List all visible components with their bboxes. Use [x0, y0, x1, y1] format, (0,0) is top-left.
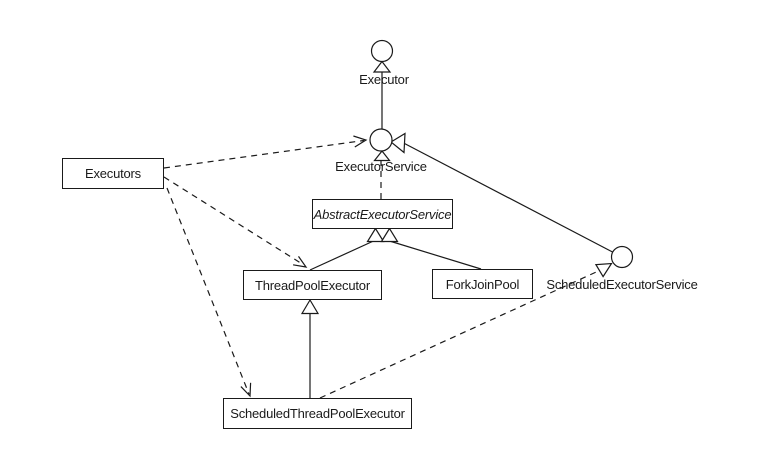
- label-executorservice-interface: ExecutorService: [335, 159, 427, 174]
- triangle-arrowhead-abstractexecutorservice-right: [380, 227, 399, 243]
- triangle-arrowhead-at-threadpoolexecutor: [300, 298, 320, 315]
- edge-threadpoolexecutor-extends-abstractexecutorservice: [309, 240, 374, 271]
- scheduledexecutorservice-interface-circle[interactable]: [610, 245, 634, 269]
- node-threadpoolexecutor[interactable]: ThreadPoolExecutor: [243, 270, 382, 300]
- triangle-arrowhead-right-of-executorservice: [389, 132, 406, 154]
- edge-scheduledthreadpoolexecutor-implements-scheduledexecutorservice: [319, 269, 600, 399]
- open-arrowhead-at-executorservice: [353, 135, 368, 148]
- triangle-arrowhead-below-executorservice: [373, 150, 391, 162]
- node-forkjoinpool[interactable]: ForkJoinPool: [432, 269, 533, 299]
- triangle-arrowhead-at-executor: [372, 60, 392, 73]
- executor-interface-circle[interactable]: [370, 39, 394, 63]
- label-scheduledexecutorservice-interface: ScheduledExecutorService: [546, 277, 698, 292]
- node-executors[interactable]: Executors: [62, 158, 164, 189]
- edge-executors-depends-scheduledthreadpoolexecutor: [166, 187, 250, 395]
- node-abstractexecutorservice[interactable]: AbstractExecutorService: [312, 199, 453, 229]
- triangle-arrowhead-abstractexecutorservice-left: [366, 227, 385, 243]
- label-executor-interface: Executor: [359, 72, 409, 87]
- executorservice-interface-circle[interactable]: [369, 128, 393, 152]
- edge-executors-depends-executorservice: [163, 139, 365, 169]
- edge-executors-depends-threadpoolexecutor: [163, 176, 304, 266]
- edge-forkjoinpool-extends-abstractexecutorservice: [389, 240, 482, 270]
- triangle-arrowhead-at-scheduledexecutorservice: [594, 262, 613, 278]
- node-scheduledthreadpoolexecutor[interactable]: ScheduledThreadPoolExecutor: [223, 398, 412, 429]
- open-arrowhead-at-threadpoolexecutor: [292, 256, 308, 268]
- edge-scheduledexecutorservice-extends-executorservice: [404, 142, 613, 253]
- open-arrowhead-at-scheduledthreadpoolexecutor: [240, 382, 252, 398]
